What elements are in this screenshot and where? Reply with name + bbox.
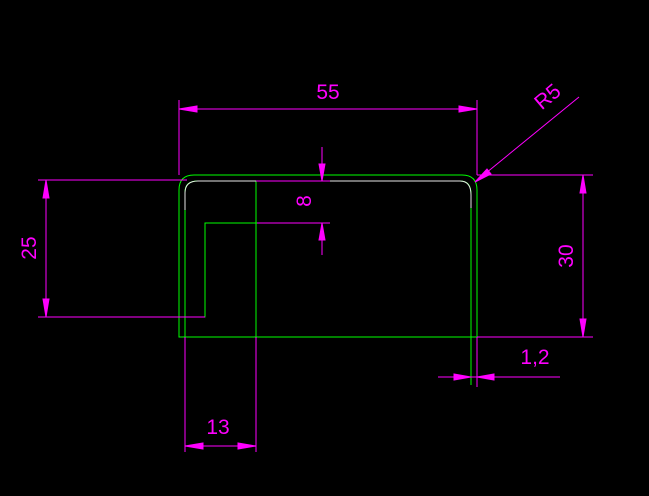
dim-13-arrow-left [184,442,204,450]
dim-55-arrow-right [458,105,478,113]
dim-8-arrow-bottom [318,222,326,241]
outer-profile [178,174,478,338]
dim-25-arrow-bottom [42,298,50,318]
dim-8-label: 8 [293,195,316,207]
dim-55-arrow-left [178,105,198,113]
dim-12-arrow-left [453,373,472,381]
dim-30-arrow-bottom [579,318,587,338]
dim-12-label: 1,2 [520,346,549,369]
dim-13-arrow-right [237,442,257,450]
dimension-lines [38,96,593,452]
dim-25-label: 25 [18,236,41,259]
dim-12-arrow-right [476,373,495,381]
r5-leader [474,96,580,183]
dim-55-label: 55 [316,81,339,104]
dim-30-arrow-top [579,174,587,194]
dim-8-arrow-top [318,163,326,182]
dim-13-label: 13 [206,416,229,439]
dim-30-label: 30 [555,244,578,267]
dim-25-arrow-top [42,179,50,199]
